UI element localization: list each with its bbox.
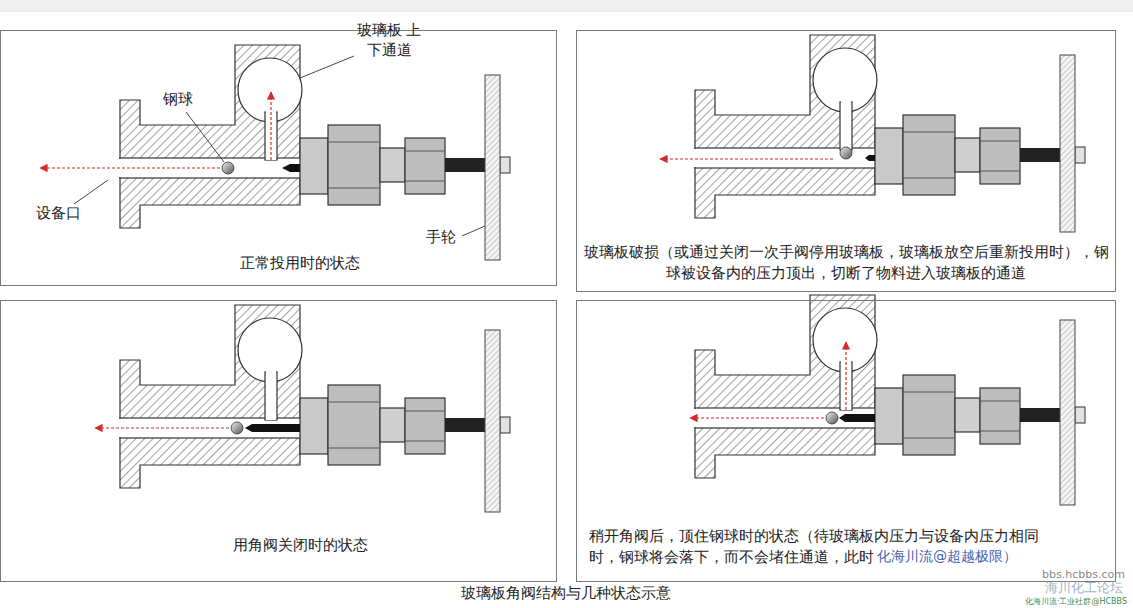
flow-arrow <box>690 417 824 418</box>
state-panel: 稍开角阀后，顶住钢球时的状态（待玻璃板内压力与设备内压力相同时，钢球将会落下，而… <box>576 300 1116 582</box>
steel-ball <box>231 422 243 434</box>
stem-tip <box>865 155 875 161</box>
leader-line <box>186 112 224 162</box>
handwheel <box>485 330 500 512</box>
valve <box>693 35 1085 218</box>
watermark: 化海川流@超越极限） <box>877 548 1017 566</box>
state-panel: 玻璃板破损（或通过关闭一次手阀停用玻璃板，玻璃板放空后重新投用时），钢球被设备内… <box>576 30 1116 292</box>
valve-state-cracked-open <box>690 295 1085 505</box>
valve <box>693 295 1085 478</box>
top-strip <box>0 0 1133 12</box>
steel-ball <box>826 412 838 424</box>
part-label: 玻璃板 上下通道 <box>356 20 422 61</box>
leader-line <box>462 226 485 236</box>
flow-arrow <box>95 427 229 428</box>
panel-caption: 用角阀关闭时的状态 <box>44 535 556 557</box>
panel-caption: 正常投用时的状态 <box>44 253 556 275</box>
state-panel: 用角阀关闭时的状态 <box>0 300 557 582</box>
flow-arrow <box>845 342 846 410</box>
flow-arrow <box>660 158 833 159</box>
part-label: 钢球 <box>163 90 193 109</box>
valve-state-broken <box>660 35 1085 232</box>
part-label: 手轮 <box>426 228 456 247</box>
valve <box>118 45 510 228</box>
leader-line <box>300 56 354 78</box>
leader-line <box>74 180 108 204</box>
watermark: 海川化工论坛 <box>1045 579 1123 597</box>
state-panel: 正常投用时的状态 <box>0 30 557 286</box>
valve <box>118 305 510 488</box>
steel-ball <box>222 162 234 174</box>
valve-state-normal <box>40 45 510 260</box>
handwheel <box>1060 55 1075 232</box>
flow-arrow <box>40 167 220 168</box>
stem-tip <box>245 424 300 432</box>
steel-ball <box>840 147 852 159</box>
part-label: 设备口 <box>36 204 81 223</box>
panel-caption: 玻璃板破损（或通过关闭一次手阀停用玻璃板，玻璃板放空后重新投用时），钢球被设备内… <box>581 242 1111 286</box>
watermark: 化海川流·工业社群@HCBBS <box>1025 596 1127 607</box>
flow-arrow <box>270 92 271 160</box>
figure-caption: 玻璃板角阀结构与几种状态示意 <box>461 584 671 603</box>
watermark: bbs.hcbbs.com <box>1042 568 1125 581</box>
handwheel <box>1060 320 1075 505</box>
valve-state-closed <box>95 305 510 512</box>
handwheel <box>485 75 500 260</box>
stem-tip <box>282 164 300 172</box>
stem-tip <box>839 414 875 422</box>
